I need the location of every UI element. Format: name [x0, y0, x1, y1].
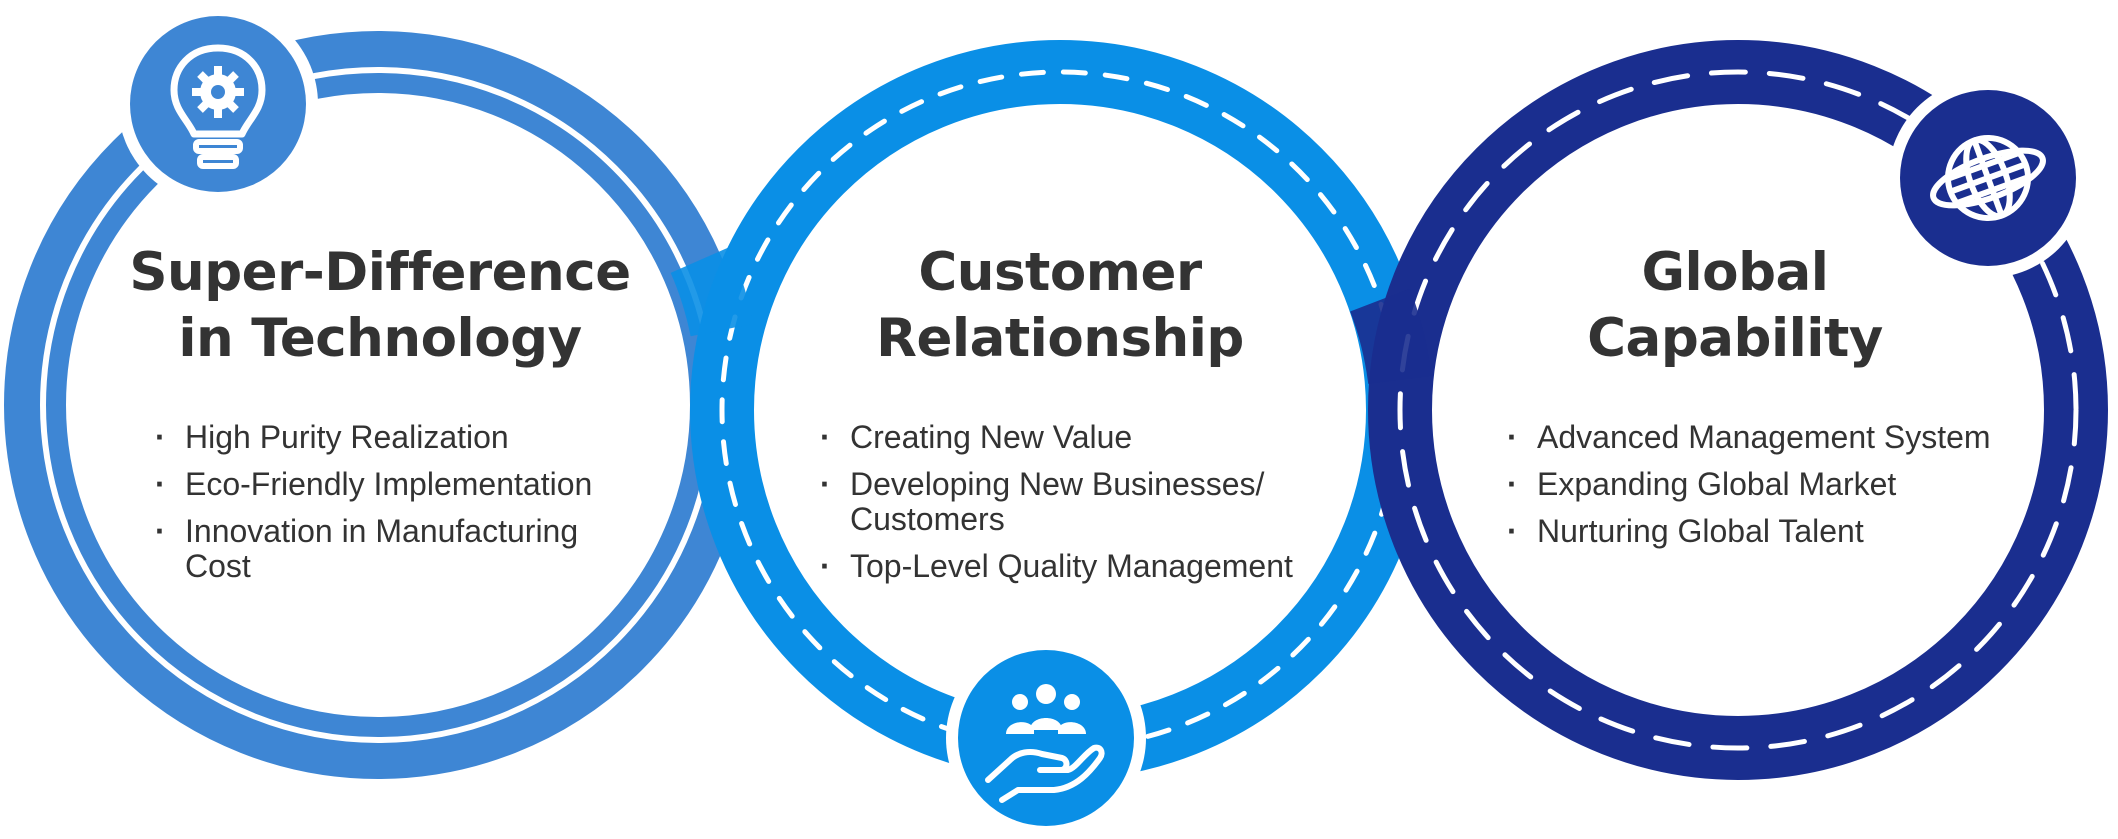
- hand-people-icon: [958, 650, 1134, 826]
- bullet-item: Developing New Businesses/ Customers: [820, 467, 1310, 537]
- title-line: Relationship: [876, 308, 1244, 369]
- title-line: Super-Difference: [129, 242, 631, 303]
- bullet-item: High Purity Realization: [155, 420, 660, 456]
- bullet-item: Innovation in Manufacturing Cost: [155, 514, 635, 584]
- panel-title: Super-Difference in Technology: [100, 240, 660, 372]
- globe-icon: [1900, 90, 2076, 266]
- bullet-item: Expanding Global Market: [1507, 467, 2015, 503]
- title-line: in Technology: [178, 308, 582, 369]
- panel-technology: Super-Difference in Technology High Puri…: [100, 240, 660, 596]
- bullet-item: Eco-Friendly Implementation: [155, 467, 660, 503]
- panel-customer: Customer Relationship Creating New Value…: [780, 240, 1340, 596]
- bullet-item: Creating New Value: [820, 420, 1340, 456]
- title-line: Global: [1641, 242, 1829, 303]
- bullet-list: High Purity Realization Eco-Friendly Imp…: [155, 420, 660, 584]
- ring-global: [1368, 40, 2108, 780]
- bullet-list: Advanced Management System Expanding Glo…: [1507, 420, 2015, 550]
- panel-title: Global Capability: [1455, 240, 2015, 372]
- bullet-item: Nurturing Global Talent: [1507, 514, 2015, 550]
- lightbulb-gear-icon: [130, 16, 306, 192]
- title-line: Capability: [1587, 308, 1883, 369]
- bullet-item: Top-Level Quality Management: [820, 549, 1340, 585]
- bullet-item: Advanced Management System: [1507, 420, 2015, 456]
- title-line: Customer: [918, 242, 1202, 303]
- panel-global: Global Capability Advanced Management Sy…: [1455, 240, 2015, 561]
- bullet-list: Creating New Value Developing New Busine…: [820, 420, 1340, 585]
- panel-title: Customer Relationship: [780, 240, 1340, 372]
- ring-overlaps: [670, 247, 1432, 385]
